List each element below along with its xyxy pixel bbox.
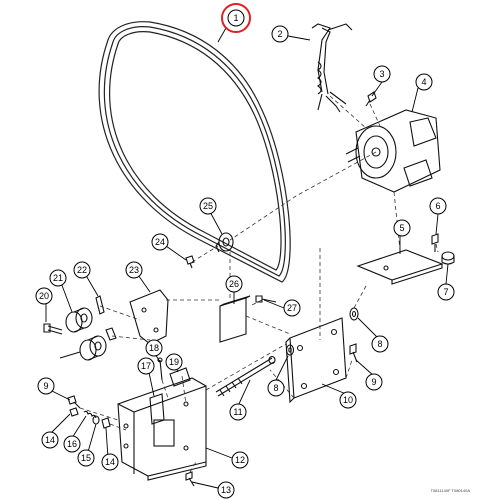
svg-text:6: 6: [435, 201, 440, 211]
svg-text:21: 21: [53, 273, 63, 283]
washer-part-8-upper: [349, 307, 359, 321]
screw-part-24: [185, 255, 195, 269]
svg-text:5: 5: [399, 223, 404, 233]
highlight-ring: [221, 3, 251, 33]
callout-23: 23: [125, 261, 143, 279]
nut-part-14-left: [69, 407, 79, 417]
svg-text:24: 24: [155, 237, 165, 247]
callout-3: 3: [373, 65, 391, 83]
footer-ref-code: T5811140F T080140A: [431, 488, 471, 493]
svg-text:12: 12: [235, 455, 245, 465]
callout-5: 5: [393, 219, 411, 237]
bolt-part-20: [43, 323, 63, 335]
callout-11: 11: [229, 403, 247, 421]
washer-part-8-lower: [285, 344, 295, 356]
wiring-harness: [311, 23, 353, 113]
screw-part-27: [255, 295, 277, 303]
callout-1: 1: [227, 9, 245, 27]
screw-part-3: [365, 91, 377, 107]
svg-text:11: 11: [233, 407, 242, 417]
callout-16: 16: [63, 435, 81, 453]
screw-part-9-right: [349, 343, 358, 363]
callout-12: 12: [231, 451, 249, 469]
svg-text:20: 20: [39, 291, 49, 301]
callout-8-right: 8: [371, 335, 389, 353]
callout-15: 15: [77, 449, 95, 467]
callout-20: 20: [35, 287, 53, 305]
svg-text:23: 23: [129, 265, 139, 275]
hardware-part-19: [169, 367, 191, 387]
svg-text:27: 27: [287, 303, 297, 313]
plate-part-26: [219, 295, 251, 343]
svg-text:14: 14: [105, 457, 115, 467]
callout-27: 27: [283, 299, 301, 317]
svg-text:26: 26: [229, 279, 239, 289]
callout-18: 18: [145, 339, 163, 357]
roller-part-21: [65, 307, 93, 333]
motor-mount-plate: [285, 317, 347, 404]
callout-13: 13: [217, 481, 235, 499]
svg-text:7: 7: [443, 287, 448, 297]
threaded-rod: [215, 355, 276, 397]
callout-25: 25: [199, 197, 217, 215]
callout-7: 7: [437, 283, 455, 301]
screw-part-13: [185, 471, 195, 487]
svg-text:9: 9: [371, 377, 376, 387]
svg-text:1: 1: [233, 13, 238, 23]
svg-text:22: 22: [77, 265, 87, 275]
screw-part-6: [431, 233, 439, 252]
hardware-part-17: [149, 393, 165, 425]
nut-part-14-right: [101, 417, 111, 429]
callout-14-left: 14: [41, 431, 59, 449]
svg-text:9: 9: [43, 381, 48, 391]
svg-text:19: 19: [169, 357, 179, 367]
svg-text:3: 3: [379, 69, 384, 79]
callout-2: 2: [271, 25, 289, 43]
assembly-guide-lines: [79, 95, 439, 473]
svg-text:2: 2: [277, 29, 282, 39]
callout-6: 6: [429, 197, 447, 215]
svg-text:13: 13: [221, 485, 231, 495]
frame-housing: [117, 377, 207, 481]
callout-22: 22: [73, 261, 91, 279]
callout-10: 10: [339, 391, 357, 409]
roller-lower: [59, 335, 107, 361]
svg-text:17: 17: [141, 361, 151, 371]
idler-pulley: [215, 232, 234, 253]
bracket-part-23: [129, 289, 169, 345]
svg-text:8: 8: [273, 383, 278, 393]
svg-text:15: 15: [81, 453, 91, 463]
drive-belt: [98, 21, 291, 283]
spacer-lower: [105, 327, 117, 341]
spring-part-16: [83, 410, 97, 419]
svg-text:16: 16: [67, 439, 77, 449]
spacer-part-22: [95, 295, 105, 315]
callout-8-left: 8: [267, 379, 285, 397]
svg-text:14: 14: [45, 435, 55, 445]
svg-text:25: 25: [203, 201, 213, 211]
callout-14-right: 14: [101, 453, 119, 471]
callout-19: 19: [165, 353, 183, 371]
svg-text:4: 4: [421, 77, 426, 87]
callout-26: 26: [225, 275, 243, 293]
callout-9-left: 9: [37, 377, 55, 395]
nut-part-7: [441, 251, 455, 265]
callout-21: 21: [49, 269, 67, 287]
callout-9-right: 9: [365, 373, 383, 391]
svg-text:10: 10: [343, 395, 353, 405]
screw-part-9-left: [67, 395, 81, 409]
callout-4: 4: [415, 73, 433, 91]
callout-17: 17: [137, 357, 155, 375]
svg-text:8: 8: [377, 339, 382, 349]
motor-assembly: [345, 109, 441, 193]
motor-bracket: [356, 249, 444, 285]
svg-text:18: 18: [149, 343, 159, 353]
callout-24: 24: [151, 233, 169, 251]
